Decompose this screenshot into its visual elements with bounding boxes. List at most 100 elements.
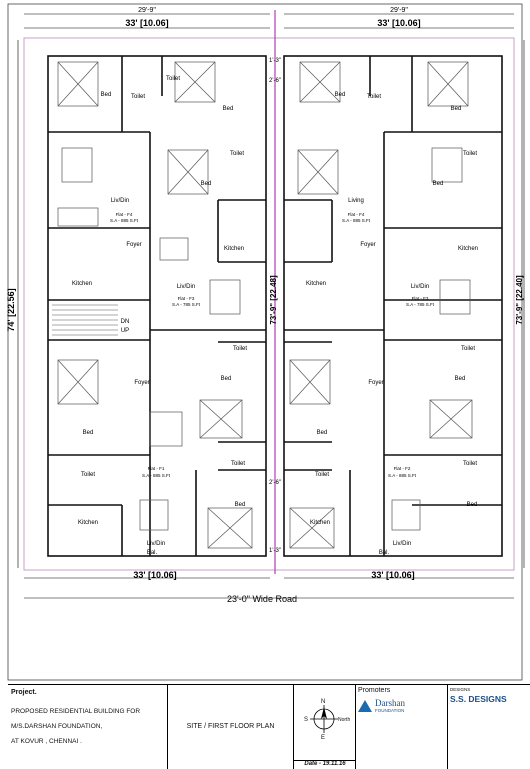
room-label: Bal. [379,550,390,556]
plot-boundary [23,37,515,571]
room-label: Toilet [81,472,95,478]
room-label: Bed [101,92,112,98]
project-line: AT KOVUR , CHENNAI . [11,738,82,745]
designer-label: DESIGNS [450,687,471,692]
dim-gap-top: 1'-3" [269,58,281,64]
room-label: Bed [223,106,234,112]
room-label: Toilet [463,461,477,467]
room-label: Kitchen [310,520,330,526]
room-label: Bed [433,181,444,187]
area-label: S.A - 785 S.Ft [172,302,201,307]
dim-gap-lower: 2'-6" [269,480,281,486]
room-label: Liv/Din [177,284,195,290]
room-label: Toilet [233,346,247,352]
room-label: Living [348,198,364,204]
right-building [283,55,503,557]
flat-label: Flat - F3 [412,296,429,301]
project-label: Project. [11,689,37,696]
project-line: PROPOSED RESIDENTIAL BUILDING FOR [11,708,141,715]
room-label: Toilet [131,94,145,100]
right-furniture [289,61,473,549]
promoter-sub: FOUNDATION [375,708,405,713]
dim-bottom-right: 33' [10.06] [371,570,414,580]
dim-gap-bottom: 1'-3" [269,548,281,554]
floor-plan-drawing: 29'-9" 29'-9" 33' [10.06] 33' [10.06] 33… [6,3,525,681]
flat-label: Flat - F1 [148,466,165,471]
room-label: Bed [451,106,462,112]
room-label: Bed [221,376,232,382]
room-label: Toilet [231,461,245,467]
compass-icon [310,705,338,733]
room-label: Bal. [147,550,158,556]
project-line: M/S.DARSHAN FOUNDATION, [11,723,103,730]
dim-top-left-ext: 29'-9" [138,7,156,14]
promoter-logo: Darshan FOUNDATION [358,698,445,713]
room-label: Liv/Din [111,198,129,204]
designer-name: S.S. DESIGNS [450,694,507,704]
dim-center: 73'-9" [22.48] [269,275,278,325]
designer-cell: DESIGNS S.S. DESIGNS [448,685,530,769]
flat-label: Flat - F2 [394,466,411,471]
compass-cell: N S E North Date - 19.11.16 [294,685,356,769]
room-label: Kitchen [224,246,244,252]
room-label: Liv/Din [393,541,411,547]
flat-label: Flat - F4 [348,212,365,217]
house-icon [358,699,372,712]
room-label: Bed [201,181,212,187]
compass-n: N [321,699,326,705]
room-label: Foyer [126,242,141,248]
stair-label: DN [121,319,130,325]
promoter-name: Darshan [375,698,405,708]
dim-right-side: 73'-9" [22.40] [515,275,524,325]
room-label: Toilet [367,94,381,100]
left-stair [52,304,118,336]
room-label: Toilet [166,76,180,82]
room-label: Bed [455,376,466,382]
area-label: S.A - 885 S.Ft [110,218,139,223]
promoters-label: Promoters [358,687,391,694]
room-label: Foyer [368,380,383,386]
project-cell: Project. PROPOSED RESIDENTIAL BUILDING F… [8,685,168,769]
plan-title: SITE / FIRST FLOOR PLAN [186,723,275,730]
road-label: 23'-0" Wide Road [227,594,297,604]
left-furniture [57,61,253,549]
room-label: Toilet [230,151,244,157]
compass-s: S [304,717,309,723]
area-label: S.A - 885 S.Ft [342,218,371,223]
room-label: Bed [235,502,246,508]
drawing-date: Date - 19.11.16 [294,760,356,767]
title-block: Project. PROPOSED RESIDENTIAL BUILDING F… [8,684,530,769]
flat-label: Flat - F4 [116,212,133,217]
room-label: Toilet [315,472,329,478]
compass-north: North [338,717,351,723]
dim-bottom-left: 33' [10.06] [133,570,176,580]
dim-top-left: 33' [10.06] [125,18,168,28]
room-label: Foyer [134,380,149,386]
room-label: Bed [467,502,478,508]
room-label: Foyer [360,242,375,248]
room-label: Kitchen [78,520,98,526]
sheet-border [7,3,523,681]
room-label: Liv/Din [411,284,429,290]
room-label: Toilet [463,151,477,157]
dim-top-right-ext: 29'-9" [390,7,408,14]
compass-e: E [321,735,326,741]
dim-left-side: 74' [22.56] [6,288,16,331]
area-label: S.A - 885 S.Ft [388,473,417,478]
room-label: Bed [335,92,346,98]
area-label: S.A - 885 S.Ft [142,473,171,478]
area-label: S.A - 785 S.Ft [406,302,435,307]
room-label: Kitchen [72,281,92,287]
room-label: Kitchen [306,281,326,287]
room-label: Bed [83,430,94,436]
plan-title-cell: SITE / FIRST FLOOR PLAN [168,685,294,769]
dim-top-right: 33' [10.06] [377,18,420,28]
room-label: Toilet [461,346,475,352]
stair-label: UP [121,328,129,334]
room-label: Bed [317,430,328,436]
promoters-cell: Promoters Darshan FOUNDATION [356,685,448,769]
dim-gap-upper: 2'-6" [269,78,281,84]
left-building [47,55,267,557]
room-label: Liv/Din [147,541,165,547]
room-label: Kitchen [458,246,478,252]
